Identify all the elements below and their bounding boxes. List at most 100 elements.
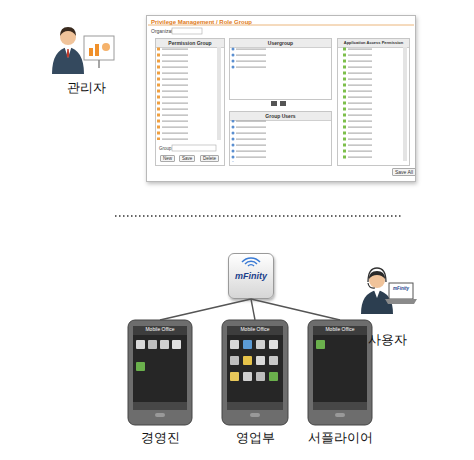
home-button bbox=[335, 413, 345, 417]
application-list bbox=[338, 47, 402, 161]
phone-body bbox=[222, 320, 288, 425]
move-button bbox=[280, 101, 286, 106]
wifi-arc bbox=[245, 261, 257, 264]
group-users-list bbox=[230, 120, 329, 162]
group-users-panel: Group Users bbox=[229, 111, 332, 166]
button-label: Delete bbox=[200, 155, 219, 162]
permission-list bbox=[156, 47, 216, 140]
button-label: Save bbox=[179, 155, 195, 162]
usergroup-panel: Usergroup bbox=[229, 38, 332, 100]
app-icon bbox=[160, 340, 169, 349]
app-icon bbox=[172, 340, 181, 349]
phone-dock bbox=[227, 402, 283, 410]
organization-dropdown bbox=[172, 28, 202, 34]
admin-shirt bbox=[65, 47, 72, 58]
separator-line bbox=[115, 215, 402, 217]
user-hair bbox=[369, 271, 385, 279]
admin-figure bbox=[52, 27, 114, 74]
role-label: 경영진 bbox=[118, 430, 202, 446]
app-icon bbox=[243, 340, 252, 349]
presentation-board bbox=[84, 36, 114, 60]
panel-header: Group Users bbox=[230, 112, 331, 121]
phone-dock bbox=[313, 402, 367, 410]
admin-body bbox=[52, 47, 84, 74]
app-icon bbox=[316, 340, 325, 349]
server-box: mFinity bbox=[228, 253, 274, 299]
app-icon bbox=[230, 340, 239, 349]
phone-screen bbox=[133, 326, 187, 410]
headset-mic bbox=[368, 283, 375, 288]
app-icon bbox=[243, 372, 252, 381]
app-icon bbox=[256, 356, 265, 365]
app-icon bbox=[256, 340, 265, 349]
phone-node: Mobile Office영업부 bbox=[222, 320, 288, 425]
screen-title-bar bbox=[227, 326, 283, 335]
screen-title: Mobile Office bbox=[227, 326, 283, 332]
admin-hair bbox=[60, 27, 76, 36]
panel-header: Application Access Permission bbox=[338, 39, 409, 48]
window-title: Privilege Management / Role Group bbox=[151, 19, 252, 26]
app-icon bbox=[136, 340, 145, 349]
role-label: 사용자 bbox=[355, 332, 420, 348]
wifi-arc bbox=[242, 258, 260, 262]
brand-text: mFinity bbox=[389, 286, 413, 291]
admin-screen-window: Privilege Management / Role GroupOrganiz… bbox=[146, 15, 416, 182]
app-icon bbox=[230, 356, 239, 365]
phone-node: Mobile Office경영진 bbox=[128, 320, 192, 425]
panel-header: Usergroup bbox=[230, 39, 331, 48]
wifi-arc bbox=[248, 265, 254, 266]
brand-text: mFinity bbox=[229, 271, 273, 282]
button-label: Save All bbox=[392, 168, 416, 176]
user-figure-node: mFinity사용자 bbox=[355, 262, 420, 344]
phone-illustration bbox=[308, 320, 372, 425]
phone-dock bbox=[133, 402, 187, 410]
phone-node: Mobile Office서플라이어 bbox=[308, 320, 372, 425]
phone-body bbox=[128, 320, 192, 425]
connector-line bbox=[251, 299, 255, 320]
app-icon bbox=[269, 356, 278, 365]
connector-line bbox=[251, 299, 340, 320]
wifi-symbol bbox=[242, 258, 260, 266]
app-icon bbox=[136, 362, 145, 371]
home-button bbox=[250, 413, 260, 417]
phone-screen bbox=[313, 326, 367, 410]
app-icon bbox=[230, 372, 239, 381]
admin-tie bbox=[67, 49, 70, 58]
chart-bar bbox=[95, 44, 99, 56]
chart-bar bbox=[89, 48, 93, 56]
user-head bbox=[369, 272, 385, 288]
role-label: 관리자 bbox=[50, 80, 122, 96]
user-figure bbox=[361, 268, 417, 314]
headset-band bbox=[368, 268, 386, 282]
app-icon bbox=[269, 372, 278, 381]
button-label: New bbox=[160, 155, 175, 162]
laptop-base bbox=[385, 299, 417, 304]
app-icon bbox=[269, 340, 278, 349]
phone-illustration bbox=[128, 320, 192, 425]
scrollbar bbox=[217, 47, 221, 140]
app-icon bbox=[243, 356, 252, 365]
screen-title: Mobile Office bbox=[313, 326, 367, 332]
phone-illustration bbox=[222, 320, 288, 425]
screen-title-bar bbox=[313, 326, 367, 335]
screen-title: Mobile Office bbox=[133, 326, 187, 332]
phone-body bbox=[308, 320, 372, 425]
group-name-input bbox=[172, 145, 216, 151]
board-stand bbox=[98, 60, 100, 68]
role-label: 서플라이어 bbox=[296, 430, 384, 446]
phone-screen bbox=[227, 326, 283, 410]
panel-header: Permission Group bbox=[156, 39, 224, 48]
move-button bbox=[271, 101, 277, 106]
admin-figure-node: 관리자 bbox=[50, 18, 122, 98]
app-icon bbox=[148, 340, 157, 349]
chart-pie bbox=[102, 43, 110, 51]
app-icon bbox=[256, 372, 265, 381]
home-button bbox=[155, 413, 165, 417]
scrollbar bbox=[403, 47, 407, 161]
laptop-screen bbox=[389, 283, 413, 299]
role-label: 영업부 bbox=[212, 430, 298, 446]
title-rule bbox=[148, 25, 414, 26]
application-panel: Application Access Permission bbox=[337, 38, 410, 166]
